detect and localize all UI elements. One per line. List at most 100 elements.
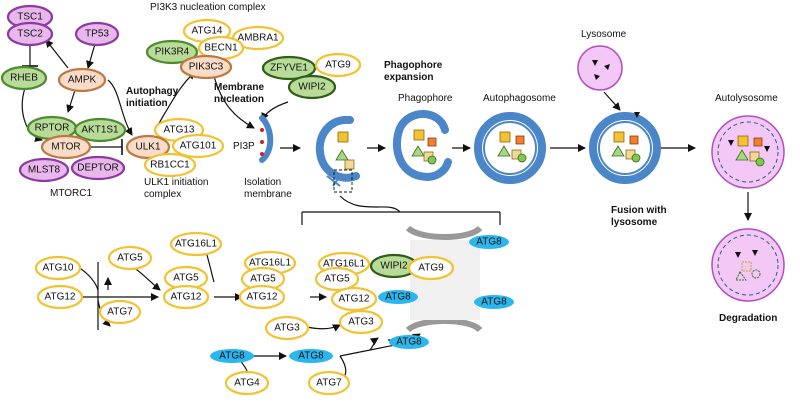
node-label: BECN1	[204, 43, 238, 54]
node-atg7-b: ATG7	[307, 370, 351, 396]
node-shape	[74, 21, 120, 47]
node-shape	[70, 155, 126, 181]
node-shape	[169, 231, 223, 257]
node-label: ATG5	[324, 274, 350, 285]
node-label: ATG8	[385, 292, 411, 303]
node-label: AKT1S1	[81, 125, 119, 136]
node-atg9-d: ATG9	[407, 255, 455, 281]
node-ampk: AMPK	[57, 67, 107, 93]
node-atg8-a: ATG8	[210, 349, 254, 363]
node-atg3-b: ATG3	[338, 309, 384, 335]
node-rb1cc1: RB1CC1	[143, 152, 197, 178]
node-shape	[307, 370, 351, 396]
node-label: RB1CC1	[150, 160, 190, 171]
label-degradation: Degradation	[719, 313, 777, 324]
node-shape	[36, 284, 84, 310]
node-shape	[389, 335, 429, 349]
node-shape	[474, 295, 514, 309]
node-label: ATG101	[180, 141, 217, 152]
lipid-bilayer	[405, 225, 483, 333]
node-atg5-c: ATG5	[240, 266, 286, 292]
label-mtorc1: MTORC1	[50, 188, 92, 199]
node-atg16l1-b: ATG16L1	[169, 231, 223, 257]
node-shape	[162, 284, 210, 310]
node-label: ATG12	[247, 292, 278, 303]
node-label: ATG9	[325, 60, 351, 71]
node-atg12-d: ATG12	[330, 286, 378, 312]
node-label: ATG7	[107, 307, 133, 318]
node-label: ATG5	[117, 253, 143, 264]
label-autolysosome: Autolysosome	[715, 93, 778, 104]
node-atg101: ATG101	[171, 133, 225, 159]
node-label: WIPI2	[298, 82, 326, 93]
node-label: ZFYVE1	[270, 63, 308, 74]
node-shape	[34, 255, 82, 281]
node-atg4: ATG4	[224, 370, 270, 396]
node-akt1s1: AKT1S1	[73, 117, 127, 143]
node-label: ATG5	[173, 273, 199, 284]
node-pik3c3: PIK3C3	[179, 54, 233, 80]
node-shape	[107, 245, 153, 271]
node-shape	[143, 152, 197, 178]
node-label: ATG8	[476, 237, 502, 248]
node-mtor: MTOR	[40, 134, 92, 160]
node-wipi2-top: WIPI2	[287, 74, 337, 100]
node-label: ATG8	[481, 297, 507, 308]
node-label: MTOR	[51, 142, 80, 153]
node-label: RPTOR	[35, 123, 70, 134]
node-label: TP53	[85, 29, 109, 40]
node-shape	[289, 349, 333, 363]
node-atg8-b: ATG8	[289, 349, 333, 363]
node-label: ATG8	[396, 337, 422, 348]
node-zfyve1: ZFYVE1	[261, 55, 317, 81]
label-pi3k3-complex: PI3K3 nucleation complex	[150, 2, 266, 13]
node-shape	[287, 74, 337, 100]
node-atg8-lipid-2: ATG8	[378, 290, 418, 304]
node-atg8-lipid-3: ATG8	[474, 295, 514, 309]
node-atg8-lipid-4: ATG8	[389, 335, 429, 349]
node-label: RHEB	[10, 73, 38, 84]
node-atg5-d: ATG5	[314, 266, 360, 292]
node-tsc2: TSC2	[6, 21, 54, 47]
node-label: DEPTOR	[77, 163, 119, 174]
node-label: ATG5	[250, 274, 276, 285]
node-shape	[57, 67, 107, 93]
node-shape	[261, 55, 317, 81]
node-label: WIPI2	[380, 261, 408, 272]
node-shape	[125, 134, 171, 160]
node-label: ATG16L1	[249, 258, 291, 269]
node-ambra1: AMBRA1	[231, 25, 285, 51]
node-shape	[338, 309, 384, 335]
node-shape	[330, 286, 378, 312]
node-pik3r4: PIK3R4	[145, 39, 199, 65]
node-shape	[18, 157, 70, 183]
node-shape	[0, 65, 48, 91]
node-label: AMPK	[68, 75, 97, 86]
node-atg12-b: ATG12	[162, 284, 210, 310]
node-label: ATG8	[219, 351, 245, 362]
node-label: TSC1	[17, 12, 43, 23]
label-phagophore: Phagophore	[398, 93, 453, 104]
node-ulk1: ULK1	[125, 134, 171, 160]
node-label: ATG3	[274, 323, 300, 334]
node-atg8-lipid-1: ATG8	[469, 235, 509, 249]
node-shape	[314, 266, 360, 292]
node-label: ATG4	[234, 378, 260, 389]
node-label: AMBRA1	[237, 33, 279, 44]
node-atg12-a: ATG12	[36, 284, 84, 310]
node-shape	[145, 39, 199, 65]
node-shape	[6, 21, 54, 47]
node-label: PIK3C3	[189, 62, 224, 73]
node-shape	[238, 284, 286, 310]
node-atg10: ATG10	[34, 255, 82, 281]
node-atg7-a: ATG7	[98, 299, 142, 325]
label-lysosome: Lysosome	[581, 29, 627, 40]
node-label: ATG10	[43, 263, 74, 274]
node-atg12-c: ATG12	[238, 284, 286, 310]
